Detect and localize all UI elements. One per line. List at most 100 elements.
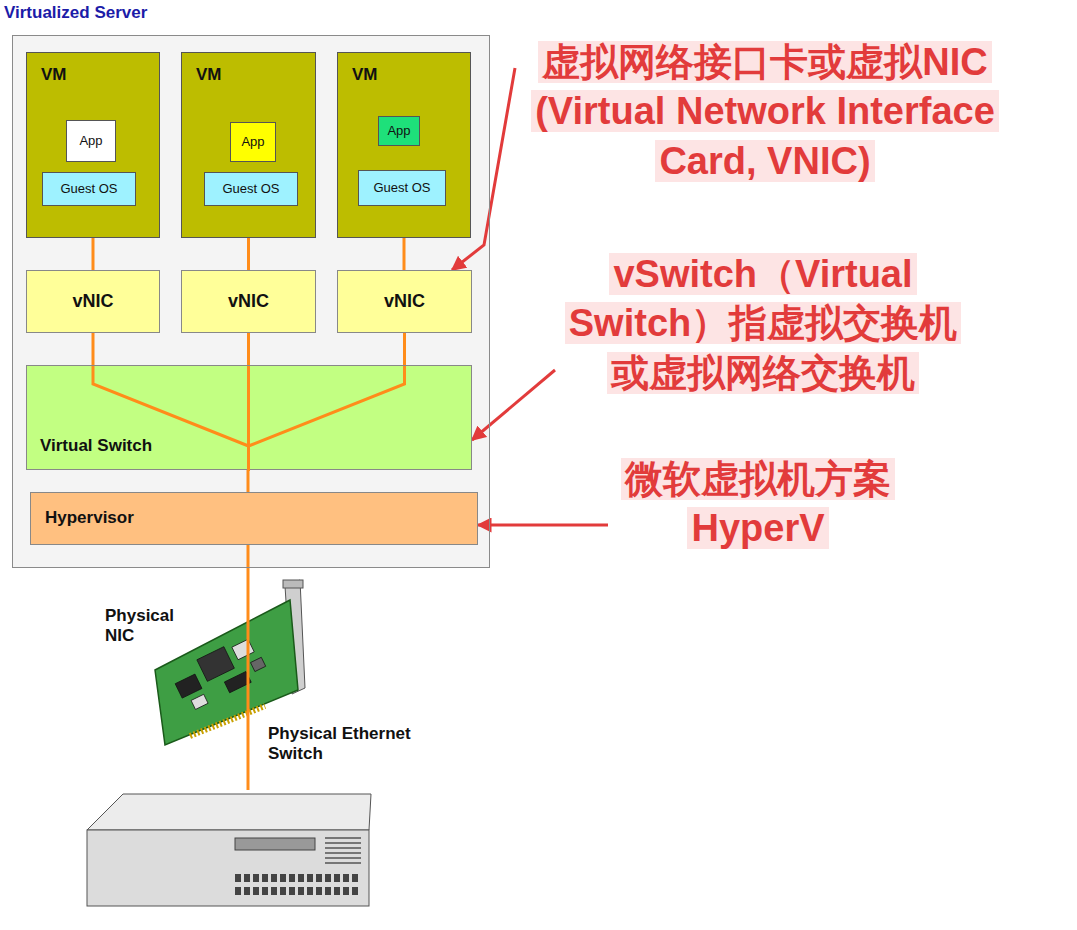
nic-chip (191, 694, 208, 709)
network-link (403, 238, 406, 270)
switch-port (343, 874, 349, 882)
switch-port (253, 874, 259, 882)
merge-line (249, 366, 405, 446)
callout-box: 微软虚拟机方案 HyperV (608, 455, 908, 554)
nic-wire (247, 578, 250, 748)
callout-line-wrap: 微软虚拟机方案 HyperV (608, 455, 908, 554)
nic-chip (251, 657, 266, 671)
nic-chips (170, 634, 269, 713)
switch-vent (325, 852, 361, 854)
switch-port (262, 874, 268, 882)
nic-chip (197, 647, 234, 682)
nic-bracket-tab (283, 580, 303, 588)
guest-os-box-label: Guest OS (222, 181, 279, 197)
switch-vent (325, 857, 361, 859)
network-link (247, 748, 250, 790)
server-background (12, 35, 490, 568)
nic-chip (175, 674, 202, 698)
vm-box: VM AppGuest OS (181, 52, 316, 238)
switch-port (253, 887, 259, 895)
network-link (247, 238, 250, 270)
nic-chip (232, 639, 254, 659)
vm-box-label: VM (41, 65, 67, 85)
switch-port (235, 887, 241, 895)
switch-port (298, 887, 304, 895)
guest-os-box-label: Guest OS (373, 180, 430, 196)
vm-box-label: VM (196, 65, 222, 85)
network-link (92, 238, 95, 270)
app-box-label: App (241, 134, 264, 150)
callout-text: 虚拟网络接口卡或虚拟NIC (Virtual Network Interface… (531, 41, 999, 182)
app-box-label: App (79, 133, 102, 149)
switch-port (316, 874, 322, 882)
merge-line (93, 366, 249, 446)
network-link (247, 470, 250, 492)
switch-port (352, 887, 358, 895)
server-box-label: Virtualized Server (4, 3, 147, 23)
guest-os-box: Guest OS (42, 172, 136, 206)
vnic-box: vNIC (181, 270, 316, 333)
vm-box-label: VM (352, 65, 378, 85)
switch-port (244, 887, 250, 895)
callout-line-wrap: 虚拟网络接口卡或虚拟NIC (Virtual Network Interface… (515, 38, 1015, 186)
switch-front-face (87, 830, 369, 906)
guest-os-box: Guest OS (204, 172, 298, 206)
switch-port (244, 874, 250, 882)
switch-port (280, 874, 286, 882)
physical-ethernet-switch-label: Physical Ethernet Switch (268, 724, 458, 765)
switch-port (271, 874, 277, 882)
app-box-label: App (387, 123, 410, 139)
physical-nic: Physical NIC (100, 578, 310, 748)
vm-box: VM AppGuest OS (26, 52, 160, 238)
physical-ethernet-switch: Physical Ethernet Switch (85, 790, 373, 908)
switch-port (271, 887, 277, 895)
virtual-switch-box: Virtual Switch (26, 365, 472, 470)
hypervisor-box: Hypervisor (30, 492, 478, 545)
guest-os-box: Guest OS (358, 170, 446, 206)
callout-box: 虚拟网络接口卡或虚拟NIC (Virtual Network Interface… (515, 38, 1015, 186)
vnic-box-label: vNIC (384, 291, 425, 313)
switch-port (325, 887, 331, 895)
merge-line (247, 366, 250, 471)
vnic-box-label: vNIC (72, 291, 113, 313)
hypervisor-box-label: Hypervisor (45, 508, 134, 528)
switch-port (352, 874, 358, 882)
network-link (247, 333, 250, 365)
switch-port (325, 874, 331, 882)
switch-port (316, 887, 322, 895)
switch-port (235, 874, 241, 882)
switch-port (334, 887, 340, 895)
switch-vent (325, 842, 361, 844)
switch-top-face (87, 794, 371, 830)
nic-edge-connector (190, 706, 265, 736)
server-box: Virtualized ServerVMAppGuest OSVMAppGues… (12, 35, 490, 568)
ethernet-switch-illustration (85, 790, 373, 908)
nic-board (155, 600, 298, 745)
callout-text: 微软虚拟机方案 HyperV (621, 458, 895, 549)
switch-port (289, 887, 295, 895)
callout-box: vSwitch（Virtual Switch）指虚拟交换机或虚拟网络交换机 (555, 250, 971, 398)
callout-arrow (478, 524, 608, 527)
switch-vent (325, 862, 361, 864)
vnic-box-label: vNIC (228, 291, 269, 313)
network-link (403, 333, 406, 365)
switch-port (262, 887, 268, 895)
app-box: App (66, 120, 116, 162)
switch-vent (325, 847, 361, 849)
network-link (247, 545, 250, 578)
callout-text: vSwitch（Virtual Switch）指虚拟交换机或虚拟网络交换机 (565, 253, 961, 394)
switch-port (307, 887, 313, 895)
callout-arrow (472, 370, 555, 440)
vm-box: VM AppGuest OS (337, 52, 471, 238)
switch-vent (325, 837, 361, 839)
vnic-box: vNIC (337, 270, 472, 333)
callout-line-wrap: vSwitch（Virtual Switch）指虚拟交换机或虚拟网络交换机 (555, 250, 971, 398)
switch-port (343, 887, 349, 895)
switch-port (298, 874, 304, 882)
switch-merge-lines (27, 366, 473, 471)
network-link (92, 333, 95, 365)
switch-port (280, 887, 286, 895)
switch-port (307, 874, 313, 882)
